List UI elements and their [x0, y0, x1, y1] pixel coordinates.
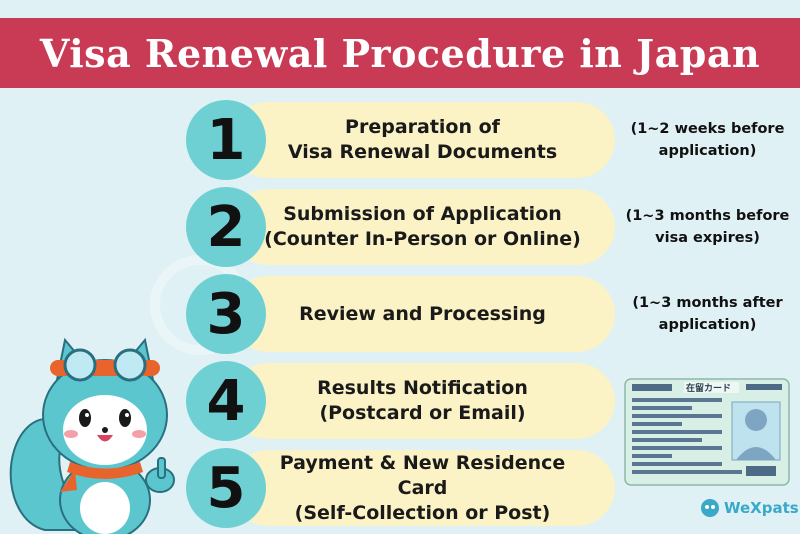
step-2-label: Submission of Application (Counter In-Pe… — [264, 203, 581, 250]
logo-text: WeXpats — [724, 499, 799, 517]
wexpats-logo-icon — [701, 499, 719, 517]
page-title: Visa Renewal Procedure in Japan — [39, 30, 761, 76]
step-5-pill: Payment & New Residence Card (Self-Colle… — [230, 450, 615, 526]
residence-card-icon: 在留カード — [624, 378, 790, 486]
step-1-note: (1~2 weeks before application) — [630, 121, 785, 159]
card-header-text: 在留カード — [686, 382, 731, 394]
squirrel-mascot-icon — [9, 337, 175, 534]
step-5-number: 5 — [206, 455, 246, 521]
step-2-pill: Submission of Application (Counter In-Pe… — [230, 189, 615, 265]
step-5-label: Payment & New Residence Card (Self-Colle… — [279, 451, 566, 524]
step-1-pill: Preparation of Visa Renewal Documents — [230, 102, 615, 178]
step-2-circle: 2 — [186, 187, 266, 267]
step-3-pill: Review and Processing — [230, 276, 615, 352]
title-banner: Visa Renewal Procedure in Japan — [0, 18, 800, 88]
step-4-label: Results Notification (Postcard or Email) — [317, 377, 528, 424]
step-3-circle: 3 — [186, 274, 266, 354]
step-1-label: Preparation of Visa Renewal Documents — [287, 116, 558, 163]
step-1-circle: 1 — [186, 100, 266, 180]
step-1-number: 1 — [206, 107, 246, 173]
step-4-number: 4 — [206, 368, 246, 434]
step-5-circle: 5 — [186, 448, 266, 528]
step-3-number: 3 — [206, 281, 246, 347]
step-3-label: Review and Processing — [299, 302, 546, 325]
step-3-note: (1~3 months after application) — [632, 295, 783, 333]
step-4-pill: Results Notification (Postcard or Email) — [230, 363, 615, 439]
step-2-note: (1~3 months before visa expires) — [625, 208, 790, 246]
step-4-circle: 4 — [186, 361, 266, 441]
step-2-number: 2 — [206, 194, 246, 260]
wexpats-logo: WeXpats — [700, 496, 799, 520]
